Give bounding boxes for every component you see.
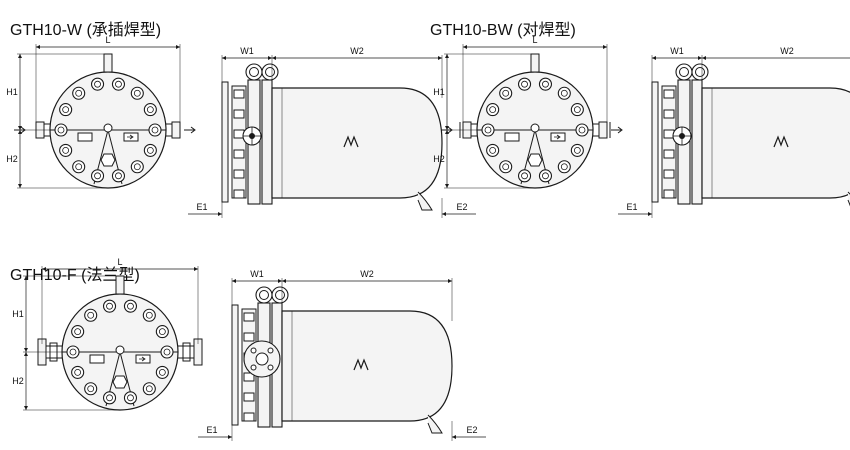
flow-arrow-icon — [554, 134, 561, 140]
bolt-head-icon — [663, 189, 675, 199]
logo-icon — [773, 135, 789, 148]
flange-hole-icon — [267, 347, 274, 354]
bolt-head-icon — [243, 412, 255, 422]
nameplate — [504, 132, 520, 142]
sight-glass-icon — [103, 123, 113, 133]
dim-H1-f: H1 — [12, 309, 24, 319]
bolt-head-icon — [663, 169, 675, 179]
support-foot — [417, 191, 433, 211]
dim-W1-bw: W1 — [670, 46, 684, 56]
flange-hole-icon — [250, 347, 257, 354]
bolt-head-icon — [243, 312, 255, 322]
model-title-f: GTH10-F (法兰型) — [10, 267, 140, 284]
dim-L-w: L — [105, 35, 110, 45]
dim-W2-w: W2 — [350, 46, 364, 56]
bolt-head-icon — [663, 89, 675, 99]
dim-E1-bw: E1 — [626, 202, 637, 212]
bolt-column — [231, 85, 247, 199]
flow-arrow-icon — [127, 134, 134, 140]
dim-E2-f: E2 — [466, 425, 477, 435]
dim-H1-bw: H1 — [433, 87, 445, 97]
bolt-head-icon — [233, 169, 245, 179]
flange-hole-icon — [267, 364, 274, 371]
nameplate — [89, 354, 105, 364]
outflow-arrow-icon — [184, 126, 196, 134]
drain-plug-icon — [527, 153, 543, 167]
bolt-head-icon — [663, 109, 675, 119]
end-fitting — [221, 81, 229, 203]
body-flange — [261, 79, 273, 205]
body-flange — [691, 79, 703, 205]
bolt-head-icon — [233, 109, 245, 119]
dim-W1-f: W1 — [250, 269, 264, 279]
model-title-w: GTH10-W (承插焊型) — [10, 22, 162, 39]
dim-H2-w: H2 — [6, 154, 18, 164]
dim-E2-w: E2 — [456, 202, 467, 212]
model-title-bw: GTH10-BW (对焊型) — [430, 22, 576, 39]
dim-L-bw: L — [532, 35, 537, 45]
logo-icon — [343, 135, 359, 148]
dim-H1-w: H1 — [6, 87, 18, 97]
top-nozzle — [103, 53, 113, 73]
end-fitting — [231, 304, 239, 426]
sight-glass-icon — [530, 123, 540, 133]
dim-W2-f: W2 — [360, 269, 374, 279]
dim-E1-w: E1 — [196, 202, 207, 212]
end-fitting — [651, 81, 659, 203]
flow-arrow-icon — [139, 356, 146, 362]
top-nozzle — [115, 275, 125, 295]
bolt-head-icon — [243, 332, 255, 342]
top-nozzle — [530, 53, 540, 73]
bolt-head-icon — [243, 392, 255, 402]
dim-H2-f: H2 — [12, 376, 24, 386]
drain-plug-icon — [112, 375, 128, 389]
drain-plug-icon — [100, 153, 116, 167]
sight-glass-icon — [115, 345, 125, 355]
dim-W1-w: W1 — [240, 46, 254, 56]
flange-hole-icon — [250, 364, 257, 371]
bolt-column — [661, 85, 677, 199]
support-foot — [427, 414, 443, 434]
bolt-head-icon — [663, 149, 675, 159]
nameplate — [77, 132, 93, 142]
bolt-head-icon — [233, 89, 245, 99]
dim-E1-f: E1 — [206, 425, 217, 435]
logo-icon — [353, 358, 369, 371]
dim-L-f: L — [117, 257, 122, 267]
dim-H2-bw: H2 — [433, 154, 445, 164]
bolt-head-icon — [233, 189, 245, 199]
bolt-head-icon — [233, 149, 245, 159]
bolt-head-icon — [243, 372, 255, 382]
outflow-arrow-icon — [611, 126, 623, 134]
outlet-socket — [171, 121, 181, 139]
outlet-socket — [598, 121, 608, 139]
dim-W2-bw: W2 — [780, 46, 794, 56]
